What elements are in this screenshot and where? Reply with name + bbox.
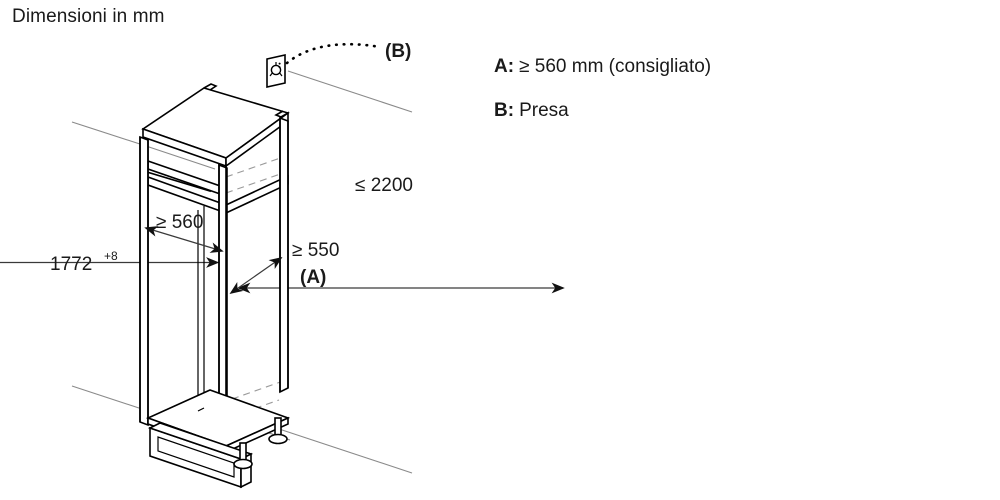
dimension-niche-depth-value: ≥ 550 — [292, 240, 339, 261]
legend-key-a: A: — [494, 56, 515, 77]
dimension-max-height: ≤ 2200 — [237, 175, 565, 294]
legend: A: ≥ 560 mm (consigliato) B: Presa — [494, 56, 974, 144]
legend-row-a: A: ≥ 560 mm (consigliato) — [494, 56, 974, 78]
cabinet-top-face — [141, 87, 290, 159]
dimension-max-height-value: ≤ 2200 — [355, 175, 413, 196]
socket-callout: (B) — [266, 41, 411, 88]
cabinet-body — [139, 83, 291, 489]
dimension-niche-width-value: ≥ 560 — [156, 212, 203, 233]
dimension-niche-depth: ≥ 550 (A) — [229, 240, 339, 295]
cabinet-plinth-groove — [157, 436, 235, 478]
legend-row-b: B: Presa — [494, 100, 974, 122]
legend-value-b: Presa — [519, 100, 569, 121]
dimension-niche-width: ≥ 560 — [144, 212, 224, 253]
dimension-niche-depth-ref: (A) — [300, 267, 326, 288]
cabinet-foot-rear — [268, 417, 288, 445]
socket-label: (B) — [385, 41, 411, 62]
page-title: Dimensioni in mm — [12, 6, 165, 27]
cabinet-foot-front — [233, 442, 253, 470]
legend-key-b: B: — [494, 100, 515, 121]
cabinet-divider-band-right — [225, 174, 289, 215]
dimension-cabinet-height: 1772 +8 — [0, 249, 220, 275]
dimension-height-tolerance: +8 — [104, 249, 118, 263]
power-socket-icon — [266, 54, 286, 88]
cabinet-left-panel — [139, 135, 149, 427]
power-socket-glyph — [269, 62, 283, 77]
legend-value-a: ≥ 560 mm (consigliato) — [519, 56, 712, 77]
cabinet-right-panel — [279, 116, 289, 394]
dimension-height-value: 1772 — [50, 254, 92, 275]
